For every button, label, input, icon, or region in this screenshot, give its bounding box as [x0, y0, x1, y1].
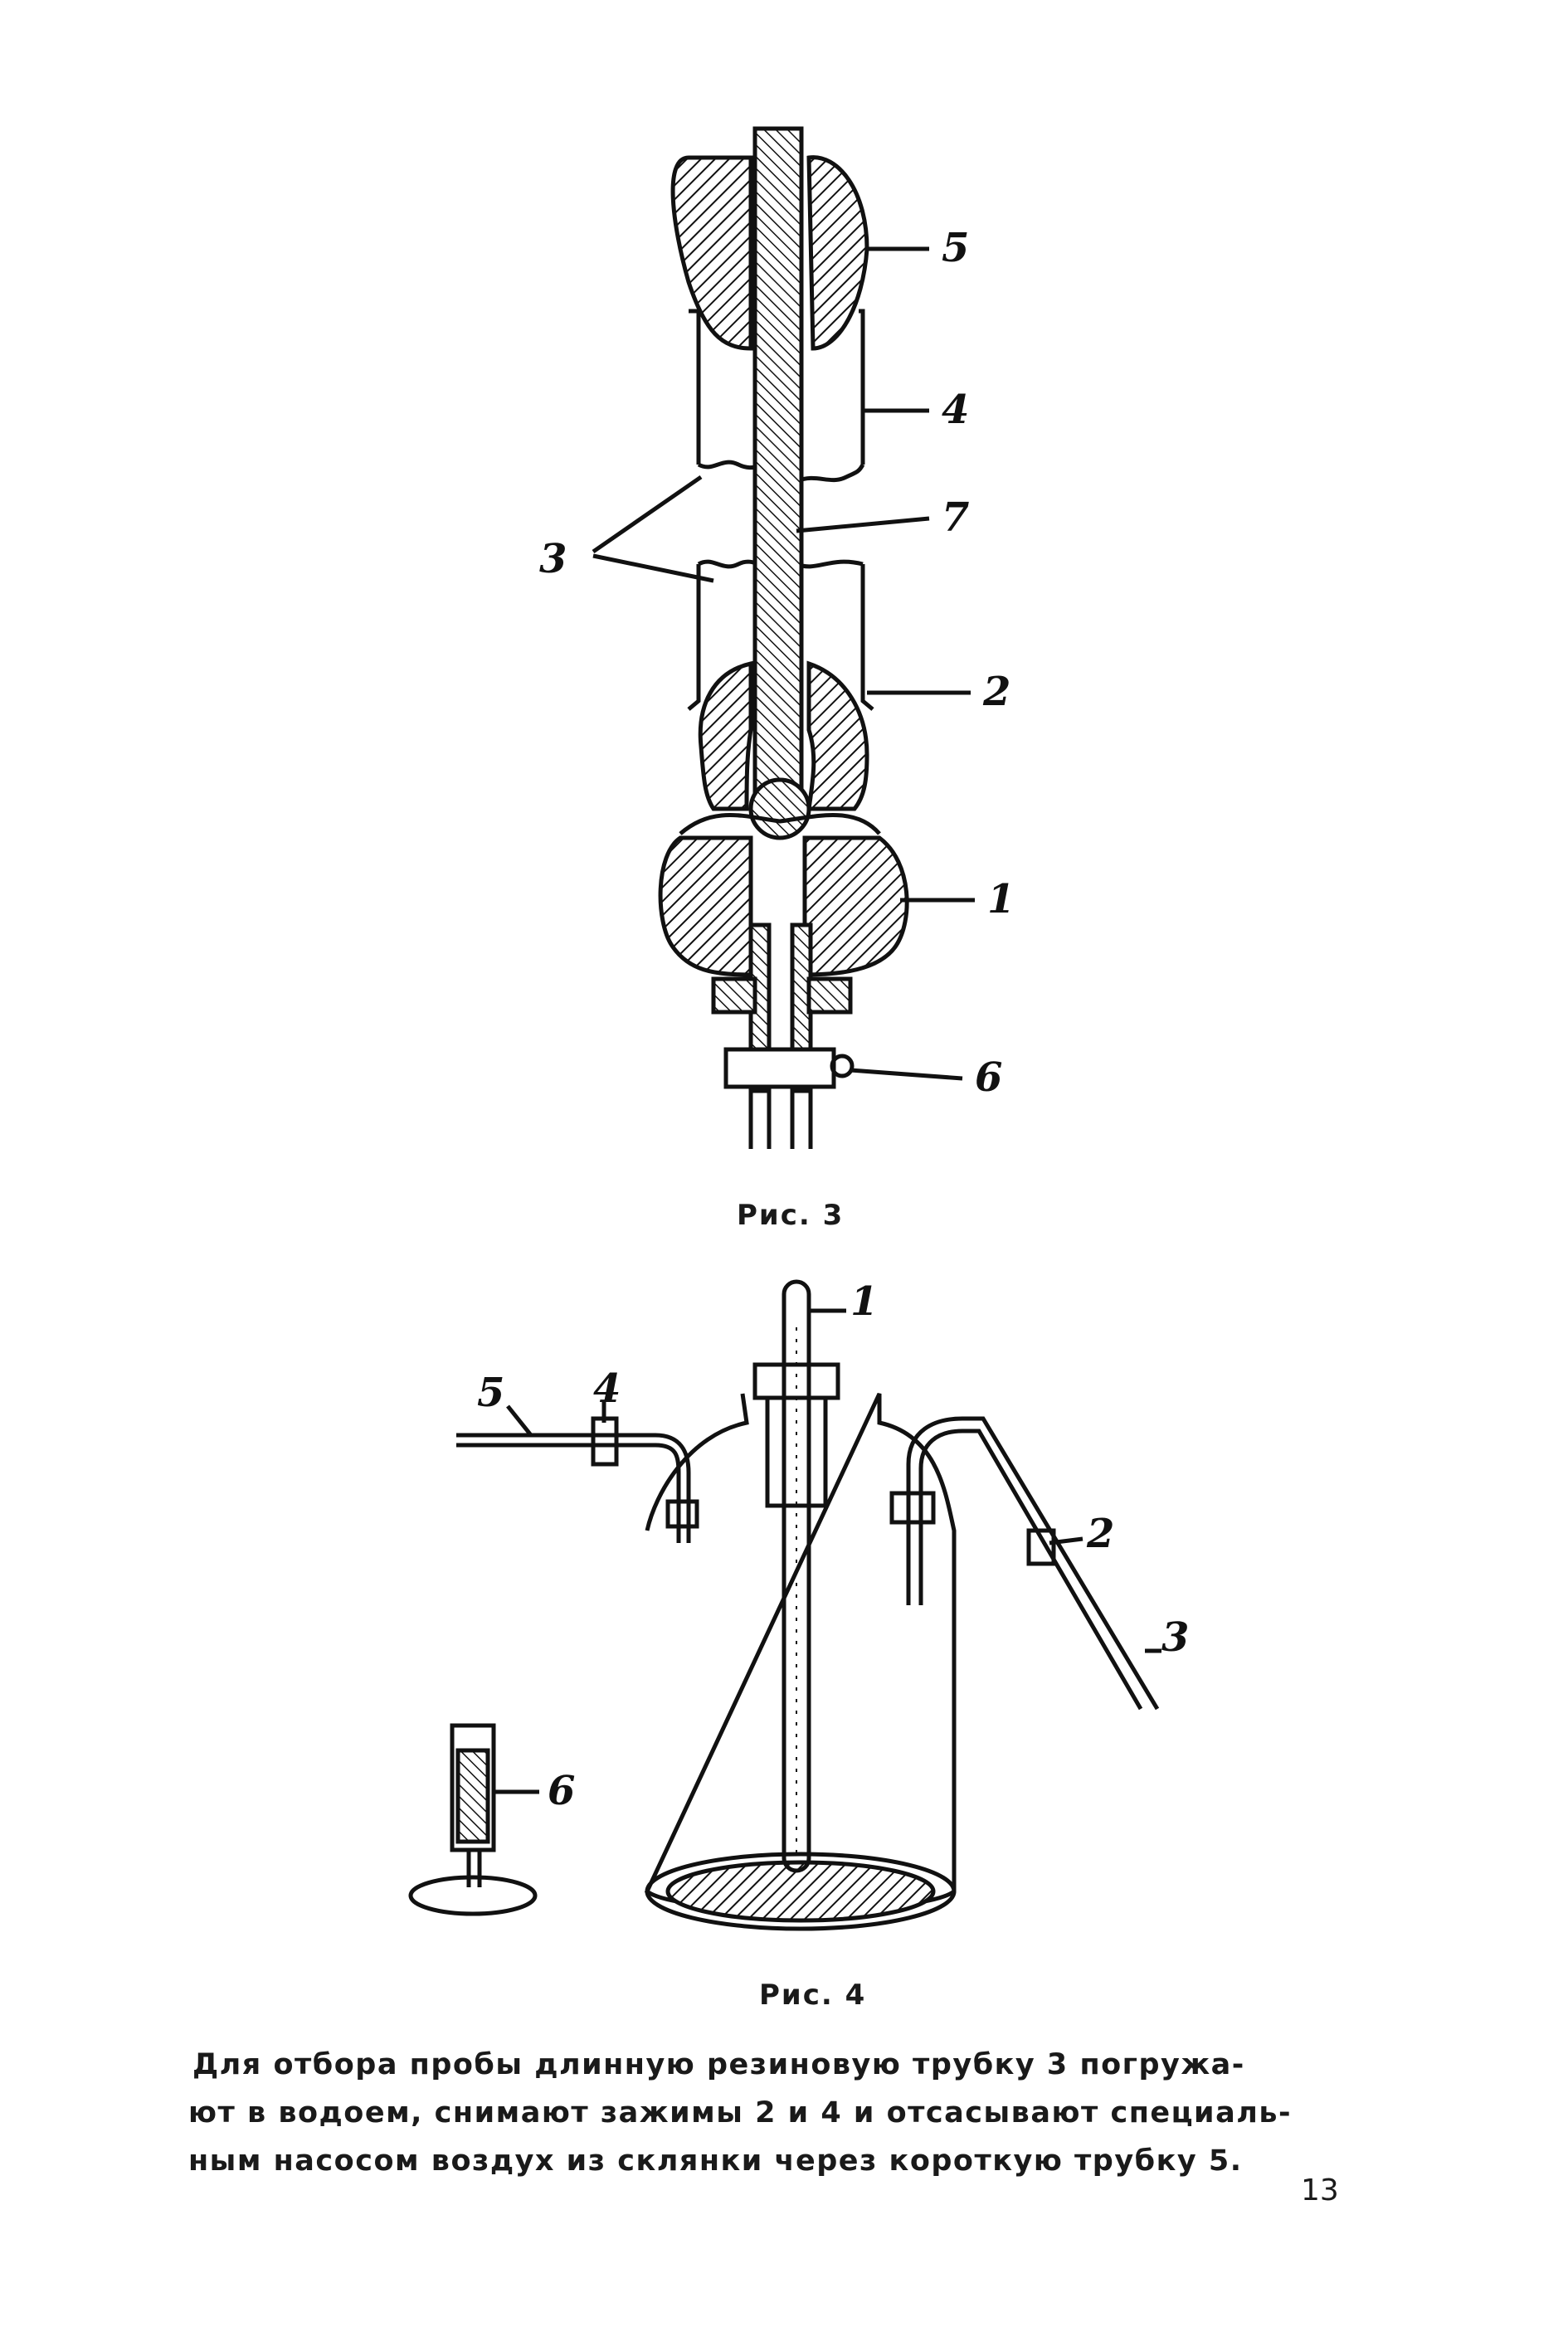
valve-cup-left [698, 660, 753, 811]
central-rod [752, 126, 804, 803]
base-body-left [658, 835, 753, 977]
bottle-bottom [645, 1852, 957, 1931]
base-body-right [802, 835, 909, 977]
fig3-label-4: 4 [942, 387, 969, 433]
fig4-label-3: 3 [1161, 1614, 1189, 1661]
fig4-label-5: 5 [477, 1370, 504, 1416]
fig3-label-7: 7 [942, 494, 969, 541]
paragraph-line-2: ют в водоем, снимают зажимы 2 и 4 и отса… [188, 2096, 1292, 2130]
figure-4-caption: Рис. 4 [759, 1979, 867, 2012]
top-stopper-right [806, 155, 869, 351]
fig4-label-1: 1 [850, 1278, 878, 1325]
paragraph-line-3: ным насосом воздух из склянки через коро… [188, 2144, 1243, 2178]
paragraph-line-1: Для отбора пробы длинную резиновую трубк… [192, 2048, 1245, 2081]
figure-3-drawing: 5 4 7 3 2 1 6 [539, 126, 1015, 1149]
fig3-label-3: 3 [539, 536, 567, 582]
figure-3-caption: Рис. 3 [737, 1199, 845, 1232]
fig3-label-2: 2 [982, 669, 1010, 715]
figure-4-drawing: 1 4 5 2 3 6 [408, 1278, 1189, 1931]
fig3-label-6: 6 [975, 1054, 1002, 1101]
fig4-label-2: 2 [1086, 1511, 1114, 1557]
valve-cup-right [806, 660, 869, 811]
body-paragraph: Для отбора пробы длинную резиновую трубк… [188, 2041, 1371, 2185]
fig4-label-6: 6 [548, 1768, 575, 1814]
fig3-label-5: 5 [942, 225, 969, 271]
page-number: 13 [1301, 2173, 1339, 2207]
top-stopper-left [670, 155, 753, 351]
clamp-ring [723, 1047, 836, 1089]
thermometer-tube [782, 1279, 811, 1873]
fig3-label-1: 1 [987, 876, 1015, 922]
fig4-label-4: 4 [593, 1365, 621, 1412]
